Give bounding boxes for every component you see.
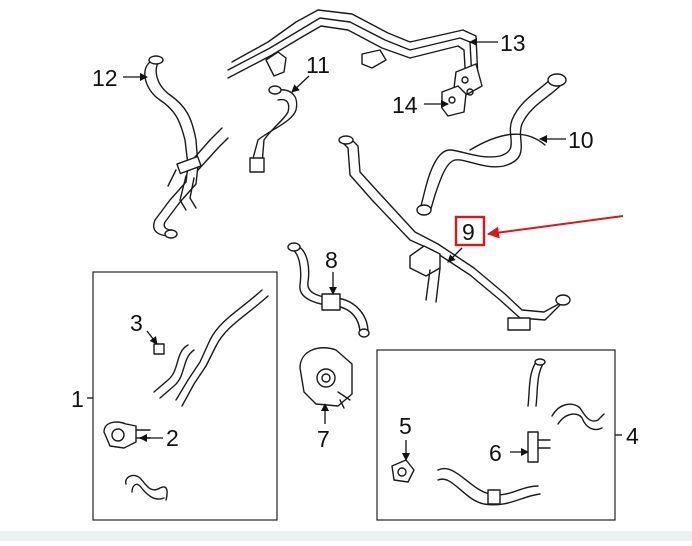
part-11-hose <box>249 85 298 173</box>
callout-8: 8 <box>325 247 338 273</box>
part-9-highlight-arrow <box>487 215 624 239</box>
callout-4: 4 <box>626 423 639 449</box>
footer-strip <box>0 531 692 541</box>
callout-2: 2 <box>166 425 179 451</box>
part-14-bracket <box>441 85 467 117</box>
part-1-group-box <box>92 271 278 521</box>
callout-7: 7 <box>317 426 330 452</box>
callout-1: 1 <box>71 386 84 412</box>
part-10-hose <box>416 73 567 216</box>
part-7-water-pump <box>299 347 353 409</box>
callout-6: 6 <box>489 440 502 466</box>
part-12-hose <box>144 55 229 239</box>
callout-9: 9 <box>462 219 475 245</box>
part-9-coolant-pipe <box>338 135 571 331</box>
leader-lines <box>87 38 622 461</box>
part-13-coolant-tube <box>227 9 483 97</box>
callout-13: 13 <box>500 30 526 56</box>
part-1-group-parts <box>103 289 269 501</box>
callout-14: 14 <box>392 92 418 118</box>
callout-11: 11 <box>306 52 330 78</box>
callout-12: 12 <box>92 65 118 91</box>
callout-3: 3 <box>130 310 143 336</box>
callout-5: 5 <box>399 413 412 439</box>
part-9-highlight-box <box>454 215 486 247</box>
callout-10: 10 <box>568 127 594 153</box>
part-4-group-parts <box>391 358 605 506</box>
